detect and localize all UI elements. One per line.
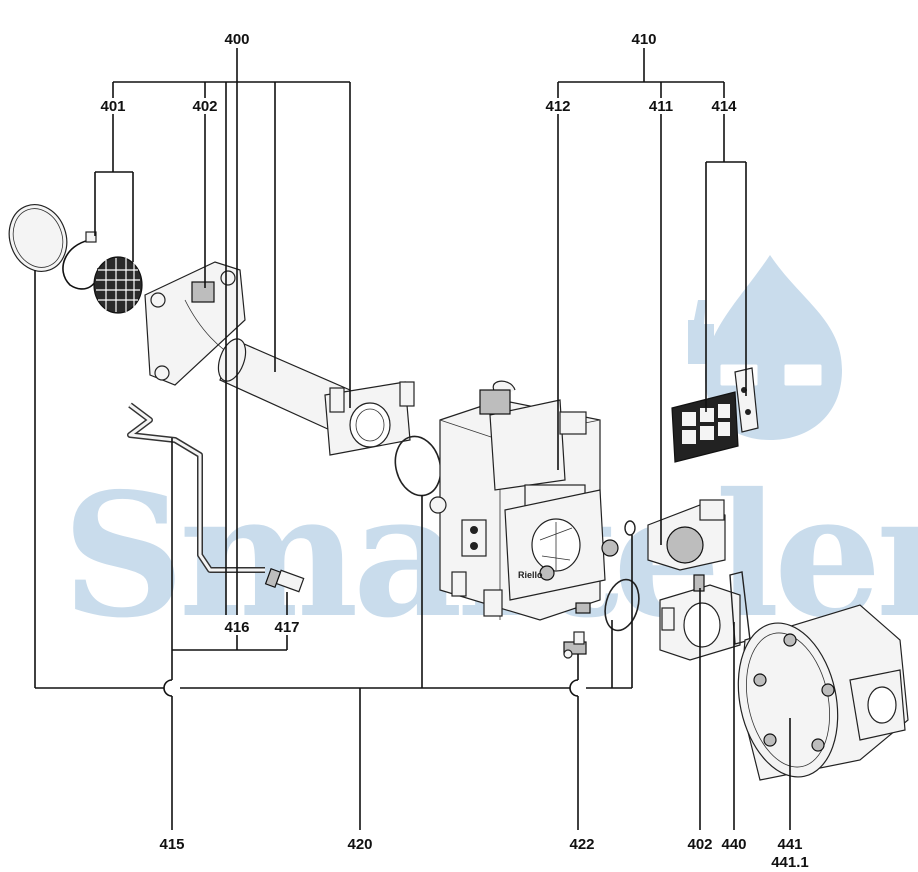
- callout-412: 412: [545, 98, 570, 115]
- o-ring-inner-left: [12, 208, 64, 268]
- blower-housing: [737, 604, 909, 781]
- o-ring-outlet: [604, 578, 640, 632]
- test-nipple-422: [563, 631, 587, 659]
- retaining-ring: [62, 239, 99, 290]
- pressure-switch: [647, 499, 726, 571]
- callout-402-right: 402: [687, 836, 712, 853]
- callout-411: 411: [649, 98, 673, 115]
- callout-401: 401: [100, 98, 125, 115]
- callout-441-1: 441.1: [771, 854, 809, 871]
- small-o-ring: [624, 520, 636, 536]
- gas-valve-block: Riello: [429, 380, 619, 621]
- callout-420: 420: [347, 836, 372, 853]
- callout-416: 416: [224, 619, 249, 636]
- callout-441: 441: [777, 836, 802, 853]
- parts-drawing: Riello: [8, 204, 909, 781]
- leader-lines: [34, 48, 791, 830]
- retaining-ring-clip: [85, 231, 97, 243]
- callout-422: 422: [569, 836, 594, 853]
- o-ring-large-left: [8, 204, 68, 272]
- callout-402-left: 402: [192, 98, 217, 115]
- mesh-filter: [93, 256, 143, 314]
- inlet-flange-pipe: [144, 261, 415, 456]
- callout-415: 415: [159, 836, 184, 853]
- valve-brand-mark: Riello: [518, 570, 543, 580]
- pipe-fitting: [264, 568, 305, 593]
- cover-plate: [671, 391, 739, 463]
- callout-labels: 400 401 402 410 412 411 414 416 417 415 …: [100, 31, 808, 871]
- callout-417: 417: [274, 619, 299, 636]
- callout-400: 400: [224, 31, 249, 48]
- callout-414: 414: [711, 98, 737, 115]
- o-ring-420: [394, 435, 442, 497]
- callout-410: 410: [631, 31, 656, 48]
- callout-440: 440: [721, 836, 746, 853]
